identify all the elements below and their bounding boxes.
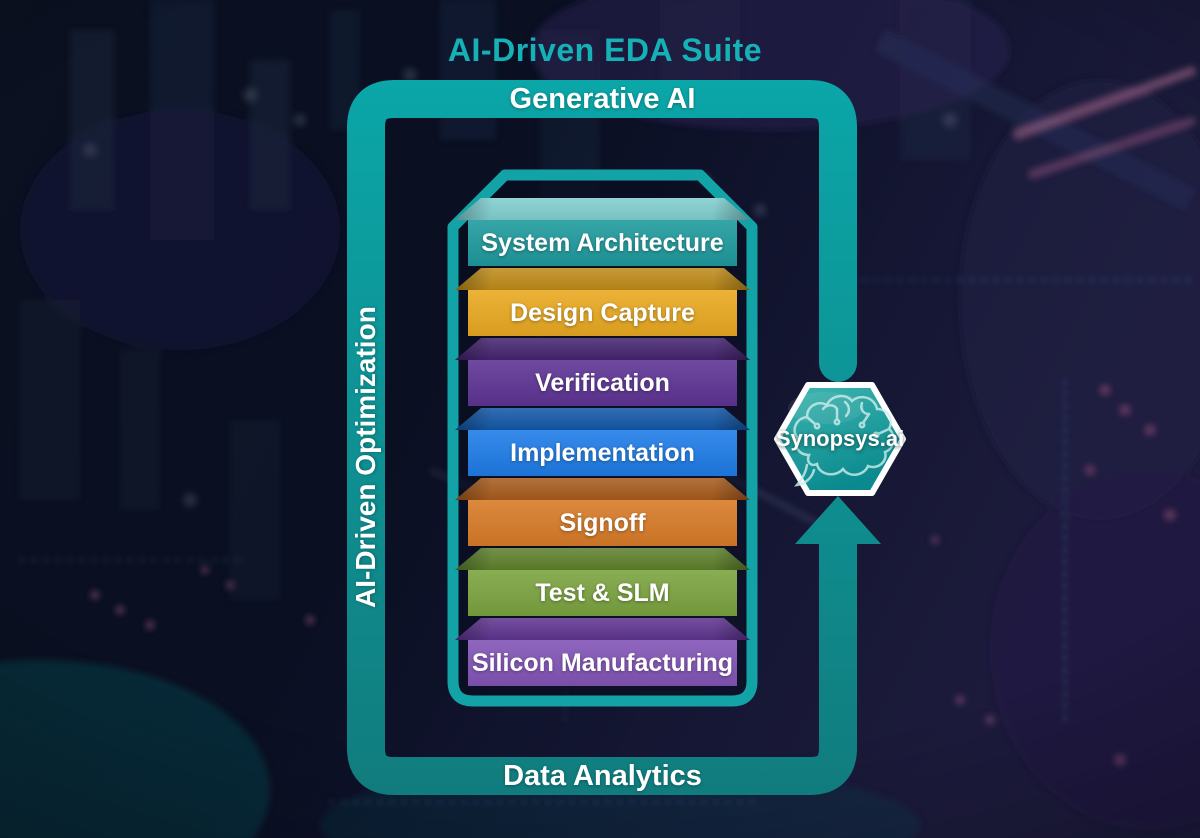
flow-layer-design-capture: Design Capture: [455, 268, 750, 336]
up-arrow-icon: [795, 496, 881, 544]
layer-label: Signoff: [468, 500, 737, 546]
page-title: AI-Driven EDA Suite: [447, 32, 763, 68]
layer-label: Design Capture: [468, 290, 737, 336]
layer-top-face: [455, 618, 750, 640]
flow-layer-signoff: Signoff: [455, 478, 750, 546]
flow-layer-system-architecture: System Architecture: [455, 198, 750, 266]
flow-layer-test-slm: Test & SLM: [455, 548, 750, 616]
hexagon-label: Synopsys.ai: [775, 426, 905, 451]
layer-top-face: [455, 198, 750, 220]
flow-layer-silicon-manufacturing: Silicon Manufacturing: [455, 618, 750, 686]
layer-top-face: [455, 268, 750, 290]
band-label-data-analytics: Data Analytics: [503, 759, 702, 792]
layer-label: Silicon Manufacturing: [468, 640, 737, 686]
layer-label: Verification: [468, 360, 737, 406]
layer-top-face: [455, 338, 750, 360]
layer-label: Test & SLM: [468, 570, 737, 616]
layer-label: Implementation: [468, 430, 737, 476]
band-label-generative-ai: Generative AI: [509, 82, 696, 115]
layer-top-face: [455, 478, 750, 500]
layer-label: System Architecture: [468, 220, 737, 266]
flow-layer-implementation: Implementation: [455, 408, 750, 476]
layer-top-face: [455, 548, 750, 570]
flow-layer-verification: Verification: [455, 338, 750, 406]
band-label-ai-driven-optimization: AI-Driven Optimization: [350, 306, 381, 609]
layer-top-face: [455, 408, 750, 430]
